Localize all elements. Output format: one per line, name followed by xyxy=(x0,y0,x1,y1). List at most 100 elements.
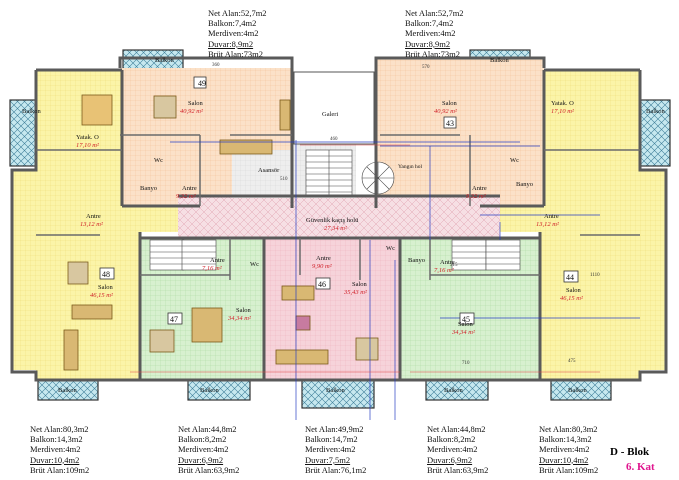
room-balkon-top-left: Balkon xyxy=(155,57,175,64)
info-duvar: Duvar:8,9m2 xyxy=(405,38,451,49)
info-net-alan: Net Alan:52,7m2 xyxy=(405,8,464,18)
room-guvenlik-area: 27,34 m² xyxy=(324,225,348,232)
room-antre-43: Antre xyxy=(472,185,487,192)
furniture xyxy=(63,94,379,371)
info-net-alan: Net Alan:52,7m2 xyxy=(208,8,267,18)
dimension-ticks xyxy=(130,144,600,373)
room-antre-44-area: 13,12 m² xyxy=(536,221,560,228)
room-balkon-right: Balkon xyxy=(646,108,666,115)
unit-number-43: 43 xyxy=(446,119,454,128)
info-brut-alan: Brüt Alan:63,9m2 xyxy=(427,464,489,475)
unit-info-bottom-4: Net Alan:44,8m2 Balkon:8,2m2 Merdiven:4m… xyxy=(427,424,488,475)
info-balkon: Balkon:14,3m2 xyxy=(539,434,592,445)
floor-label: 6. Kat xyxy=(626,461,655,473)
room-wc-46: Wc xyxy=(386,245,395,252)
room-salon-44-area: 46,15 m² xyxy=(560,295,584,302)
room-balkon-bottom-4: Balkon xyxy=(444,387,464,394)
info-brut-alan: Brüt Alan:73m2 xyxy=(405,48,461,59)
info-brut-alan: Brüt Alan:109m2 xyxy=(539,464,599,475)
info-duvar: Duvar:10,4m2 xyxy=(539,454,589,465)
dim-315: 315 xyxy=(450,263,458,268)
room-banyo-43: Banyo xyxy=(516,181,533,188)
info-balkon: Balkon:7,4m2 xyxy=(405,18,454,29)
info-balkon: Balkon:8,2m2 xyxy=(178,434,227,445)
dim-360: 360 xyxy=(212,63,220,68)
room-yatak-left: Yatak. O xyxy=(76,134,99,141)
unit-info-top-right: Net Alan:52,7m2 Balkon:7,4m2 Merdiven:4m… xyxy=(405,8,464,59)
info-brut-alan: Brüt Alan:76,1m2 xyxy=(305,464,367,475)
room-salon-49-area: 40,92 m² xyxy=(180,108,204,115)
room-antre-49: Antre xyxy=(182,185,197,192)
room-salon-47: Salon xyxy=(236,307,252,314)
room-asansor: Asansör xyxy=(258,167,280,174)
unit-info-bottom-2: Net Alan:44,8m2 Balkon:8,2m2 Merdiven:4m… xyxy=(178,424,239,475)
room-wc-43: Wc xyxy=(510,157,519,164)
room-balkon-bottom-1: Balkon xyxy=(58,387,78,394)
info-merdiven: Merdiven:4m2 xyxy=(539,444,590,455)
room-antre-45-area: 7,16 m² xyxy=(434,267,455,274)
room-salon-45: Salon xyxy=(458,321,474,328)
room-antre-48-area: 13,12 m² xyxy=(80,221,104,228)
unit-info-top-left: Net Alan:52,7m2 Balkon:7,4m2 Merdiven:4m… xyxy=(208,8,267,59)
room-balkon-top-right: Balkon xyxy=(490,57,510,64)
room-guvenlik-kacis-holu: Güvenlik kaçış holü xyxy=(306,217,359,224)
info-balkon: Balkon:8,2m2 xyxy=(427,434,476,445)
info-merdiven: Merdiven:4m2 xyxy=(405,28,456,39)
unit-info-bottom-5: Net Alan:80,3m2 Balkon:14,3m2 Merdiven:4… xyxy=(539,424,598,475)
room-wc-47: Wc xyxy=(250,261,259,268)
room-salon-45-area: 34,34 m² xyxy=(451,329,476,336)
room-antre-48: Antre xyxy=(86,213,101,220)
walls xyxy=(10,56,668,382)
room-salon-43-area: 40,92 m² xyxy=(434,108,458,115)
room-salon-49: Salon xyxy=(188,100,204,107)
room-yangin-hol: Yangın hol xyxy=(398,164,423,170)
dim-460: 460 xyxy=(330,137,338,142)
room-salon-46: Salon xyxy=(352,281,368,288)
stairs xyxy=(149,149,521,271)
room-salon-44: Salon xyxy=(566,287,582,294)
info-duvar: Duvar:10,4m2 xyxy=(30,454,80,465)
room-salon-48: Salon xyxy=(98,284,114,291)
room-banyo-49: Banyo xyxy=(140,185,157,192)
room-yatak-left-area: 17,10 m² xyxy=(76,142,100,149)
info-duvar: Duvar:6,9m2 xyxy=(178,454,224,465)
room-antre-47-area: 7,16 m² xyxy=(202,265,223,272)
info-merdiven: Merdiven:4m2 xyxy=(305,444,356,455)
dim-1110: 1110 xyxy=(590,273,600,278)
info-net-alan: Net Alan:80,3m2 xyxy=(30,424,89,434)
dim-475: 475 xyxy=(568,359,576,364)
unit-number-47: 47 xyxy=(170,315,178,324)
room-wc-49: Wc xyxy=(154,157,163,164)
room-balkon-bottom-2: Balkon xyxy=(200,387,220,394)
room-salon-48-area: 46,15 m² xyxy=(90,292,114,299)
unit-number-44: 44 xyxy=(566,273,574,282)
room-antre-46-area: 9,90 m² xyxy=(312,263,333,270)
unit-number-boxes xyxy=(99,76,579,325)
info-merdiven: Merdiven:4m2 xyxy=(30,444,81,455)
room-antre-44: Antre xyxy=(544,213,559,220)
info-net-alan: Net Alan:44,8m2 xyxy=(427,424,486,434)
info-merdiven: Merdiven:4m2 xyxy=(427,444,478,455)
room-balkon-left: Balkon xyxy=(22,108,42,115)
room-antre-43-area: 9,32 m² xyxy=(466,193,487,200)
info-duvar: Duvar:7,5m2 xyxy=(305,454,351,465)
block-label: D - Blok xyxy=(610,446,650,458)
unit-info-bottom-3: Net Alan:49,9m2 Balkon:14,7m2 Merdiven:4… xyxy=(305,424,366,475)
room-antre-47: Antre xyxy=(210,257,225,264)
room-yatak-right-area: 17,10 m² xyxy=(551,108,575,115)
dim-510: 510 xyxy=(280,177,288,182)
info-net-alan: Net Alan:44,8m2 xyxy=(178,424,237,434)
room-antre-49-area: 9,32 m² xyxy=(176,193,197,200)
room-antre-46: Antre xyxy=(316,255,331,262)
dim-710: 710 xyxy=(462,361,470,366)
info-net-alan: Net Alan:49,9m2 xyxy=(305,424,364,434)
unit-info-bottom-1: Net Alan:80,3m2 Balkon:14,3m2 Merdiven:4… xyxy=(30,424,89,475)
room-balkon-bottom-5: Balkon xyxy=(568,387,588,394)
info-merdiven: Merdiven:4m2 xyxy=(178,444,229,455)
room-galeri: Galeri xyxy=(322,111,338,118)
info-balkon: Balkon:14,7m2 xyxy=(305,434,358,445)
room-yatak-right: Yatak. O xyxy=(551,100,574,107)
info-duvar: Duvar:6,9m2 xyxy=(427,454,473,465)
